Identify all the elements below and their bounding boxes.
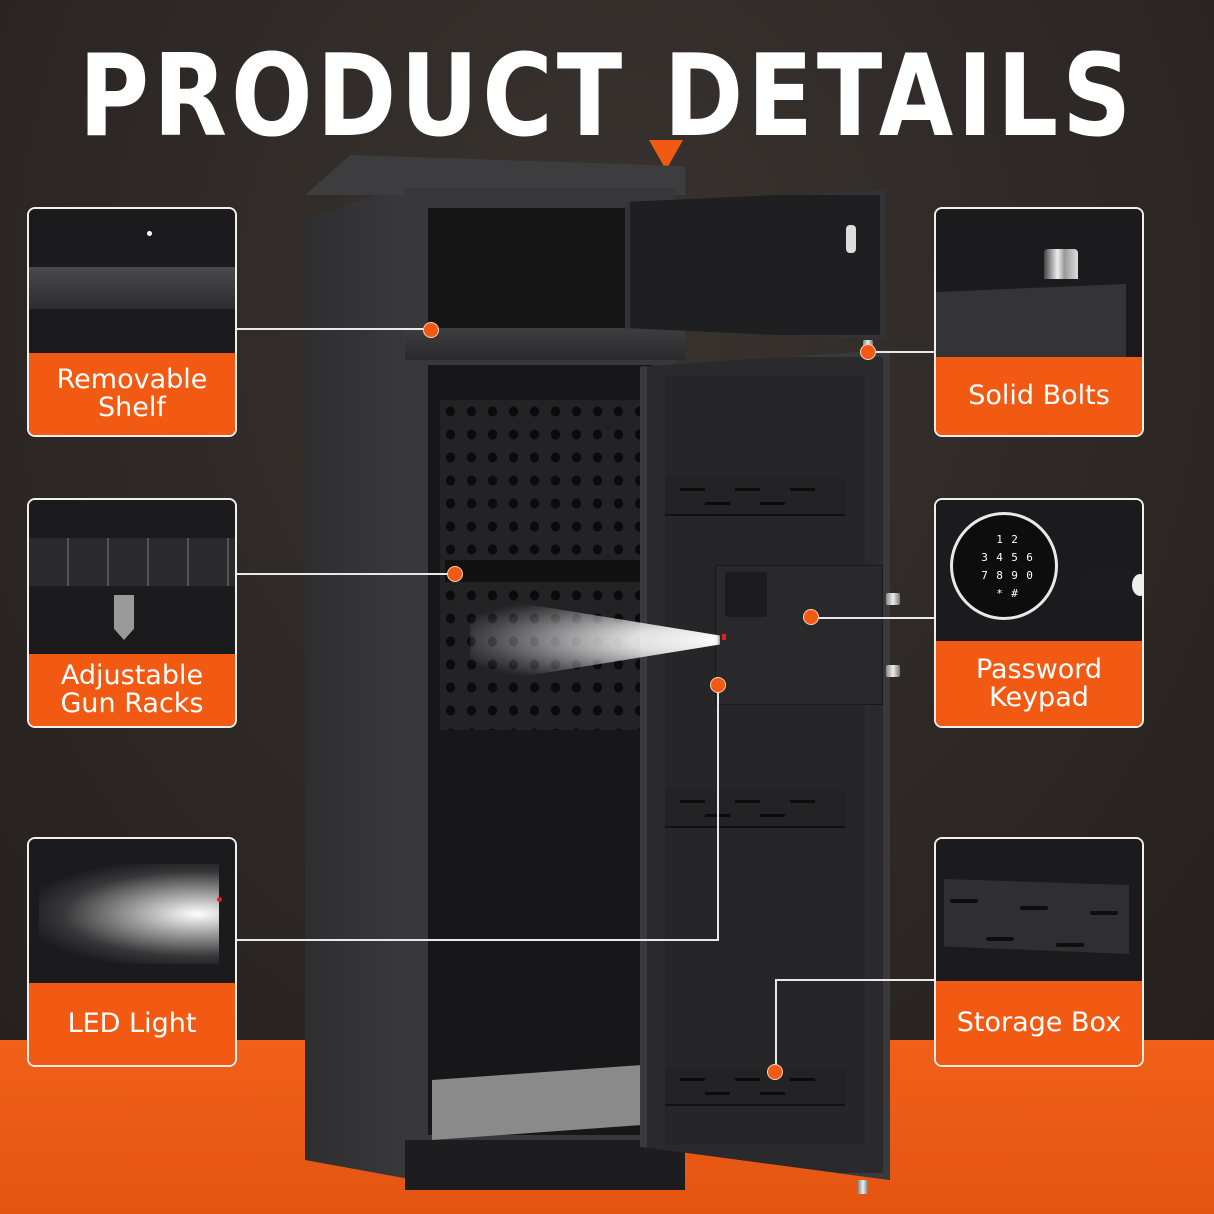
callout-line-keypad — [812, 617, 936, 619]
storage-box-photo — [936, 839, 1142, 985]
led-light-photo — [29, 839, 235, 987]
bolt-icon — [886, 593, 900, 605]
callout-dot-gun-racks — [447, 566, 463, 582]
callout-line-storage — [775, 979, 936, 981]
feature-label: Adjustable Gun Racks — [60, 660, 204, 719]
callout-line-led — [237, 939, 719, 941]
shelf-photo — [29, 209, 235, 357]
battery-cover — [725, 572, 767, 617]
callout-line-storage-vertical — [775, 979, 777, 1071]
down-arrow-icon — [649, 140, 683, 170]
upper-door — [625, 190, 885, 340]
callout-line-gun-racks — [237, 573, 455, 575]
gun-rack-bar — [445, 560, 640, 582]
bolt-icon — [1044, 249, 1078, 279]
feature-label: Removable Shelf — [56, 364, 208, 423]
door-edge — [936, 284, 1126, 364]
callout-dot-storage — [767, 1064, 783, 1080]
door-rack-middle — [665, 790, 845, 828]
page-title: PRODUCT DETAILS — [78, 30, 1136, 163]
removable-shelf — [405, 328, 685, 360]
indicator-led — [722, 634, 726, 640]
light-beam-icon — [39, 864, 219, 964]
callout-line-led-vertical — [717, 685, 719, 941]
feature-card-led-light: LED Light — [27, 837, 237, 1067]
storage-box-closeup — [944, 879, 1129, 954]
indicator-led-icon — [217, 897, 222, 902]
callout-dot-shelf — [423, 322, 439, 338]
feature-label: Solid Bolts — [968, 380, 1110, 411]
latch-icon — [846, 225, 856, 253]
shelf-pin-icon — [147, 231, 152, 236]
bolt-photo — [936, 209, 1142, 364]
hook-icon — [114, 595, 134, 640]
feature-card-solid-bolts: Solid Bolts — [934, 207, 1144, 437]
shelf-closeup — [29, 267, 235, 309]
rack-closeup — [29, 538, 235, 586]
feature-card-adjustable-gun-racks: Adjustable Gun Racks — [27, 498, 237, 728]
handle-icon — [1076, 570, 1142, 602]
callout-dot-bolts — [860, 344, 876, 360]
callout-dot-keypad — [803, 609, 819, 625]
safe-base — [405, 1140, 685, 1190]
felt-floor-liner — [432, 1065, 642, 1140]
feature-label: Storage Box — [956, 1007, 1122, 1038]
callout-line-bolts — [872, 351, 936, 353]
feature-card-removable-shelf: Removable Shelf — [27, 207, 237, 437]
gun-rack-photo — [29, 500, 235, 658]
door-storage-box — [665, 1068, 845, 1106]
feature-card-storage-box: Storage Box — [934, 837, 1144, 1067]
safe-side-panel — [305, 180, 415, 1180]
callout-dot-led — [710, 677, 726, 693]
callout-line-shelf — [237, 328, 430, 330]
keyhole-icon — [1132, 574, 1142, 596]
bottom-bolt-icon — [858, 1180, 868, 1194]
door-rack-top — [665, 478, 845, 516]
bolt-icon — [886, 665, 900, 677]
feature-label: LED Light — [67, 1008, 197, 1039]
upper-compartment — [428, 208, 653, 338]
feature-label: Password Keypad — [975, 653, 1103, 713]
